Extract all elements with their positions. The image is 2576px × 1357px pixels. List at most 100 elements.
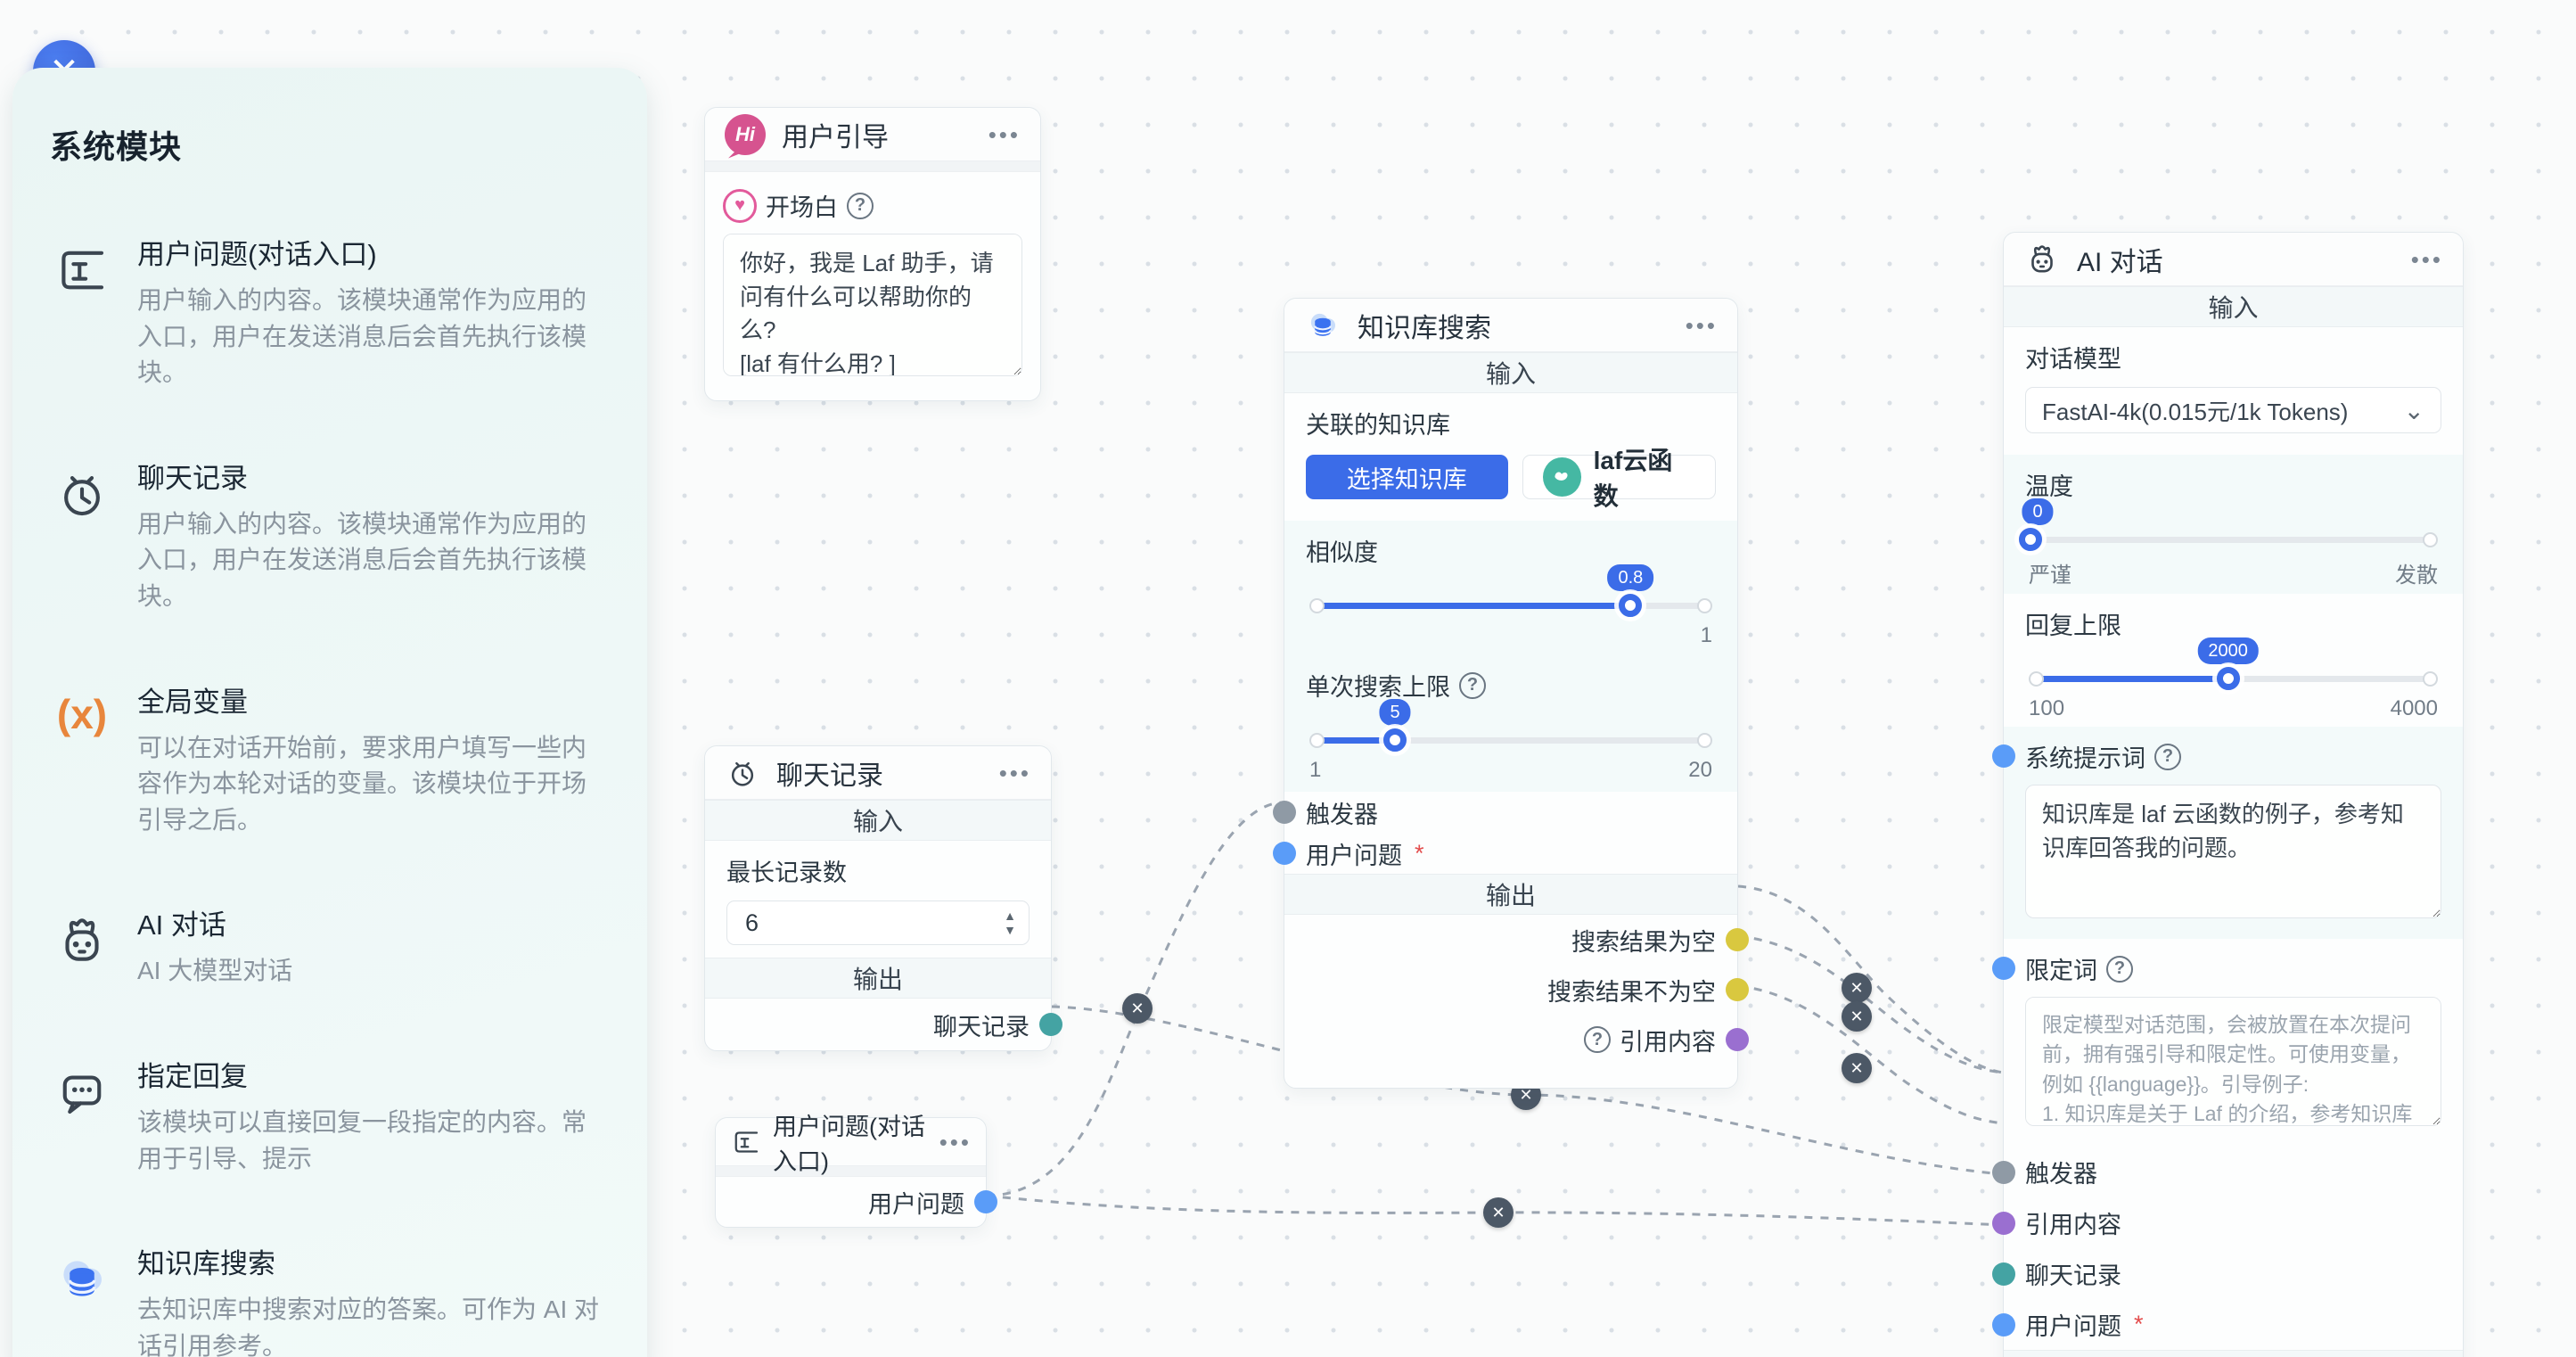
node-chat-history[interactable]: 聊天记录 ••• 输入 最长记录数 6 ▲ ▼ 输出 聊天记录 [704,745,1062,1051]
step-down-icon[interactable]: ▼ [1004,923,1016,937]
module-title: AI 对话 [137,909,226,942]
laf-logo-icon [1542,457,1581,497]
module-sidebar: 系统模块 用户问题(对话入口) 用户输入的内容。该模块通常作为应用的入口，用户在… [12,68,647,1357]
handle-limit-word-input[interactable] [1992,957,2015,980]
module-desc: AI 大模型对话 [137,957,293,985]
node-menu-icon[interactable]: ••• [2410,245,2443,273]
kb-chip-laf[interactable]: laf云函数 [1522,447,1716,510]
wire-delete-icon[interactable]: ✕ [1122,993,1153,1024]
sidebar-item-kb-search[interactable]: 知识库搜索 去知识库中搜索对应的答案。可作为 AI 对话引用参考。 [50,1241,611,1357]
wire-delete-icon[interactable]: ✕ [1842,1001,1872,1032]
help-icon[interactable]: ? [1584,1026,1611,1053]
node-menu-icon[interactable]: ••• [1685,311,1718,339]
temperature-slider[interactable]: 0 [2019,498,2438,551]
handle-kb-output-empty[interactable] [1726,928,1749,951]
node-header[interactable]: 用户问题(对话入口) ••• [716,1114,986,1175]
node-header-strip [716,1166,986,1177]
handle-ai-quote-input[interactable] [1992,1212,2015,1235]
node-user-question[interactable]: 用户问题(对话入口) ••• 用户问题 [715,1114,997,1228]
sidebar-item-global-variable[interactable]: (x) 全局变量 可以在对话开始前，要求用户填写一些内容作为本轮对话的变量。该模… [50,679,611,839]
model-select[interactable]: FastAI-4k(0.015元/1k Tokens) ⌄ [2025,387,2441,433]
model-label: 对话模型 [2025,346,2121,373]
help-icon[interactable]: ? [2106,955,2133,983]
select-kb-button[interactable]: 选择知识库 [1306,455,1508,499]
user-question-output-label: 用户问题 [868,1190,964,1218]
help-icon[interactable]: ? [2154,743,2181,770]
max-records-label: 最长记录数 [726,859,847,886]
clock-icon [731,761,754,786]
node-kb-search[interactable]: 知识库搜索 ••• 输入 关联的知识库 选择知识库 laf云函数 相似度 0 [1273,298,1749,1089]
node-header[interactable]: AI 对话 ••• [2004,233,2463,286]
handle-ai-history-input[interactable] [1992,1262,2015,1286]
node-header[interactable]: 聊天记录 ••• [705,746,1051,800]
sidebar-item-fixed-reply[interactable]: 指定回复 该模块可以直接回复一段指定的内容。常用于引导、提示 [50,1054,611,1177]
chat-bubble-icon [50,1063,114,1127]
sidebar-item-user-question[interactable]: 用户问题(对话入口) 用户输入的内容。该模块通常作为应用的入口，用户在发送消息后… [50,232,611,391]
kb-output-not-empty-label: 搜索结果不为空 [1547,978,1716,1006]
welcome-textarea[interactable]: 你好，我是 Laf 助手，请问有什么可以帮助你的么? [laf 有什么用? ] … [723,234,1022,376]
handle-kb-trigger-input[interactable] [1273,801,1296,824]
sidebar-item-chat-history[interactable]: 聊天记录 用户输入的内容。该模块通常作为应用的入口，用户在发送消息后会首先执行该… [50,456,611,615]
handle-system-prompt-input[interactable] [1992,744,2015,768]
similarity-label: 相似度 [1306,539,1378,566]
handle-ai-trigger-input[interactable] [1992,1161,2015,1184]
search-limit-min-label: 1 [1309,758,1322,782]
max-reply-label: 回复上限 [2025,613,2121,639]
node-ai-chat[interactable]: AI 对话 ••• 输入 对话模型 FastAI-4k(0.015元/1k To… [1992,232,2464,1357]
node-menu-icon[interactable]: ••• [939,1128,972,1156]
max-reply-min-label: 100 [2029,696,2065,720]
handle-kb-output-quote[interactable] [1726,1028,1749,1051]
clock-icon [50,465,114,529]
node-header[interactable]: Hi 用户引导 ••• [705,108,1040,161]
wire-kb-notempty-to-ai [1737,934,2004,1074]
node-menu-icon[interactable]: ••• [988,120,1021,148]
search-limit-slider[interactable]: 5 [1309,699,1712,752]
output-section-header: 输出 [2004,1350,2463,1357]
system-prompt-textarea[interactable]: 知识库是 laf 云函数的例子，参考知识库回答我的问题。 [2025,785,2441,918]
wire-delete-icon[interactable]: ✕ [1483,1197,1514,1228]
limit-word-textarea[interactable] [2025,997,2441,1126]
handle-kb-output-not-empty[interactable] [1726,978,1749,1001]
system-prompt-label: 系统提示词 [2025,745,2145,772]
max-records-input[interactable]: 6 ▲ ▼ [726,901,1030,945]
robot-icon [50,911,114,975]
step-up-icon[interactable]: ▲ [1004,909,1016,923]
similarity-slider[interactable]: 0.8 [1309,564,1712,617]
chat-history-output-label: 聊天记录 [933,1013,1030,1040]
kb-question-label: 用户问题 [1306,842,1402,869]
handle-ai-question-input[interactable] [1992,1313,2015,1336]
wire-kb-empty-to-ai [1737,884,2004,1074]
search-limit-slider-thumb[interactable] [1383,728,1407,752]
max-reply-slider[interactable]: 2000 [2029,637,2438,690]
module-title: 用户问题(对话入口) [137,239,377,270]
node-menu-icon[interactable]: ••• [998,759,1031,786]
variable-icon: (x) [56,690,108,737]
model-value: FastAI-4k(0.015元/1k Tokens) [2042,398,2349,425]
max-reply-slider-thumb[interactable] [2216,667,2240,690]
handle-user-question-output[interactable] [974,1190,997,1213]
wire-delete-icon[interactable]: ✕ [1842,1053,1872,1083]
max-reply-max-label: 4000 [2390,696,2438,720]
handle-kb-question-input[interactable] [1273,842,1296,865]
help-icon[interactable]: ? [847,192,874,219]
input-section-header: 输入 [2004,286,2463,327]
welcome-label: 开场白 [766,194,838,221]
module-desc: 去知识库中搜索对应的答案。可作为 AI 对话引用参考。 [137,1295,600,1357]
temperature-slider-thumb[interactable] [2019,528,2042,551]
module-title: 知识库搜索 [137,1248,275,1280]
similarity-slider-thumb[interactable] [1619,594,1643,617]
help-icon[interactable]: ? [1459,671,1486,699]
kb-output-empty-label: 搜索结果为空 [1571,928,1716,956]
text-cursor-icon [734,1131,759,1153]
sidebar-item-ai-chat[interactable]: AI 对话 AI 大模型对话 [50,902,611,990]
module-desc: 可以在对话开始前，要求用户填写一些内容作为本轮对话的变量。该模块位于开场引导之后… [137,733,587,834]
module-title: 聊天记录 [137,462,248,494]
node-title: 聊天记录 [776,761,883,791]
wire-delete-icon[interactable]: ✕ [1842,973,1872,1003]
node-header[interactable]: 知识库搜索 ••• [1284,299,1737,352]
node-user-guide[interactable]: Hi 用户引导 ••• ♥ 开场白 ? 你好，我是 Laf 助手，请问有什么可以… [704,107,1041,401]
output-section-header: 输出 [705,958,1051,999]
handle-chat-history-output[interactable] [1039,1013,1062,1036]
module-desc: 用户输入的内容。该模块通常作为应用的入口，用户在发送消息后会首先执行该模块。 [137,286,587,387]
